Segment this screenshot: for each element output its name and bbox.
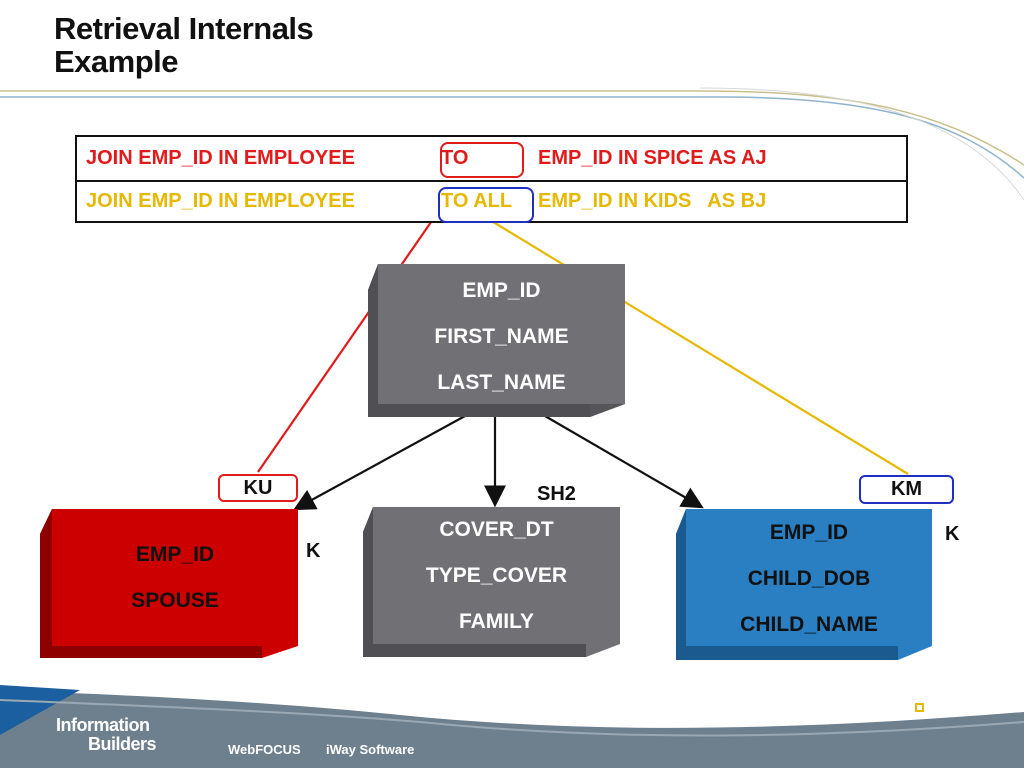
title-line-1: Retrieval Internals (54, 11, 314, 46)
join-target: EMP_ID IN SPICE AS AJ (538, 147, 767, 169)
field-last-name: LAST_NAME (437, 371, 566, 394)
join-text: JOIN EMP_ID IN EMPLOYEE (86, 190, 361, 212)
km-label-box: KM (859, 475, 954, 504)
webfocus-label: WebFOCUS (228, 742, 301, 757)
header-swoosh-line (0, 90, 1024, 166)
segment-kids: EMP_ID CHILD_DOB CHILD_NAME (686, 509, 932, 646)
segment-cover: COVER_DT TYPE_COVER FAMILY (373, 507, 620, 644)
km-label: KM (890, 478, 923, 500)
field-first-name: FIRST_NAME (434, 325, 569, 348)
field-cover-dt: COVER_DT (439, 518, 554, 541)
title-line-2: Example (54, 44, 179, 79)
kids-segment-shape (676, 509, 932, 660)
field-family: FAMILY (458, 610, 535, 633)
root-segment-shape (368, 264, 625, 417)
to-all-highlight (438, 187, 534, 223)
footer-accent (0, 685, 80, 735)
link-to-km (484, 216, 909, 475)
segment-employee: EMP_ID FIRST_NAME LAST_NAME (378, 264, 625, 404)
footer-highlight (0, 699, 1024, 737)
k-label-spouse: K (306, 540, 321, 562)
field-emp-id: EMP_ID (769, 521, 849, 544)
to-highlight (440, 142, 524, 178)
arrow-to-kids (544, 415, 704, 509)
join-text: JOIN EMP_ID IN EMPLOYEE (86, 147, 361, 169)
join-keyword-to: TO (441, 147, 469, 169)
field-type-cover: TYPE_COVER (425, 564, 568, 587)
arrow-to-spouse (293, 415, 466, 511)
join-target: EMP_ID IN KIDS AS BJ (538, 190, 767, 212)
ku-label: KU (243, 477, 273, 499)
header-swoosh-line-2 (0, 96, 1024, 179)
join-keyword-to-all: TO ALL (441, 190, 513, 212)
segment-spouse: EMP_ID SPOUSE (52, 509, 298, 646)
field-spouse: SPOUSE (131, 589, 219, 612)
join-row-spice: JOIN EMP_ID IN EMPLOYEE TO EMP_ID IN SPI… (77, 137, 906, 182)
cover-segment-shape (363, 507, 620, 657)
field-emp-id: EMP_ID (462, 279, 541, 302)
join-statements-table: JOIN EMP_ID IN EMPLOYEE TO EMP_ID IN SPI… (75, 135, 908, 223)
link-to-ku (257, 198, 448, 473)
logo-line-1: Information (56, 715, 150, 735)
join-row-kids: JOIN EMP_ID IN EMPLOYEE TO ALL EMP_ID IN… (77, 180, 906, 223)
spouse-segment-shape (40, 509, 298, 658)
information-builders-logo: Information Builders (56, 715, 157, 754)
sh2-label: SH2 (537, 483, 576, 505)
k-label-kids: K (945, 523, 960, 545)
logo-line-2: Builders (88, 734, 157, 754)
field-child-dob: CHILD_DOB (747, 567, 871, 590)
slide-title: Retrieval Internals Example (54, 11, 314, 79)
ku-label-box: KU (218, 474, 298, 502)
bullet-icon (915, 703, 924, 712)
iway-label: iWay Software (326, 742, 415, 757)
header-swoosh-line-3 (699, 87, 1024, 201)
field-emp-id: EMP_ID (135, 543, 215, 566)
field-child-name: CHILD_NAME (740, 613, 878, 636)
